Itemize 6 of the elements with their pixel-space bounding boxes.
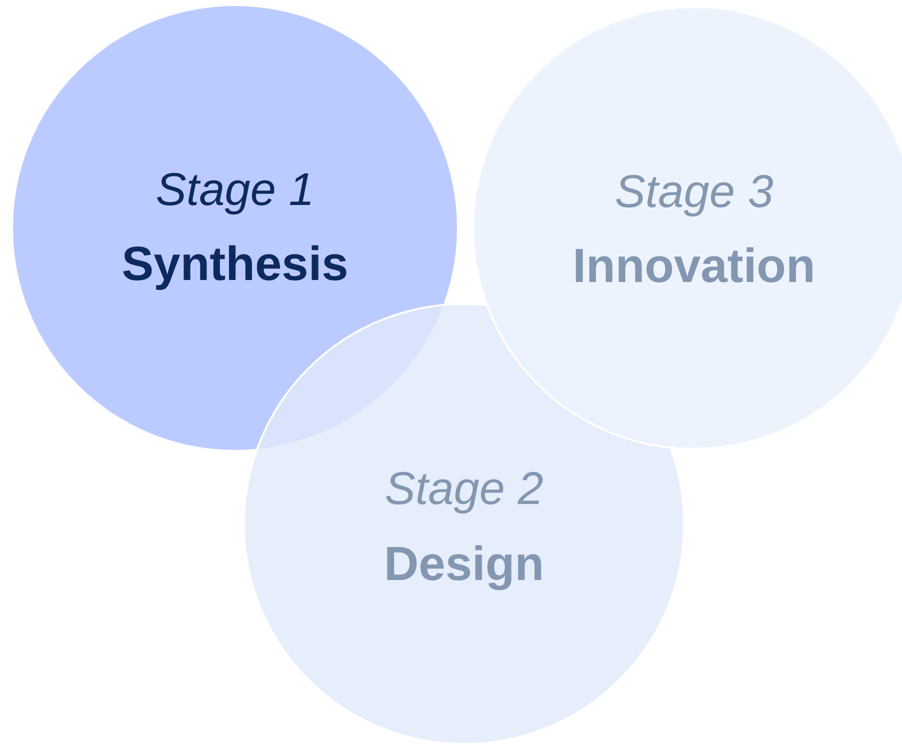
stage-number: Stage 2 [384, 461, 544, 515]
stage-title: Innovation [572, 239, 816, 294]
stage-number: Stage 3 [614, 164, 774, 218]
stage-number: Stage 1 [154, 162, 316, 216]
stage-title: Synthesis [120, 237, 350, 292]
stage-title: Design [382, 537, 546, 592]
